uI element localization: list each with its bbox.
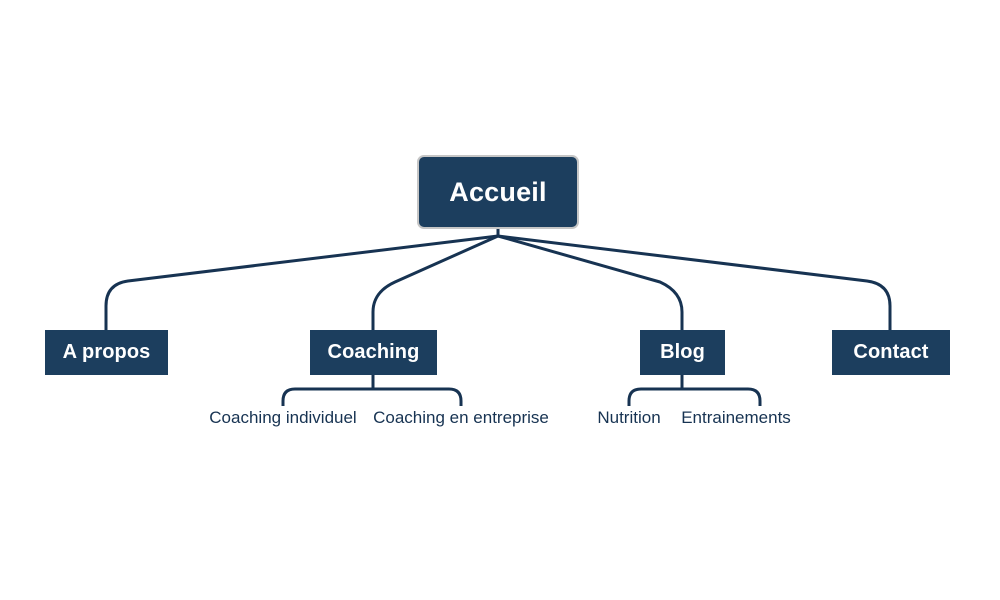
connector-root-to-contact xyxy=(497,234,892,330)
leaf-coaching-individuel[interactable]: Coaching individuel xyxy=(209,408,357,427)
node-a-propos[interactable]: A propos xyxy=(45,330,168,375)
leaf-nutrition[interactable]: Nutrition xyxy=(597,408,661,427)
connector-coaching-to-entreprise xyxy=(373,387,463,406)
connector-root-to-blog xyxy=(497,234,684,330)
node-blog[interactable]: Blog xyxy=(640,330,725,375)
connector-root-to-apropos xyxy=(104,234,499,330)
connector-root-to-coaching xyxy=(371,234,499,330)
node-contact[interactable]: Contact xyxy=(832,330,950,375)
node-accueil[interactable]: Accueil xyxy=(417,155,579,229)
leaf-coaching-en-entreprise[interactable]: Coaching en entreprise xyxy=(373,408,549,427)
node-coaching[interactable]: Coaching xyxy=(310,330,437,375)
connector-coaching-to-individuel xyxy=(281,387,373,406)
connector-blog-to-nutrition xyxy=(627,387,682,406)
connector-blog-to-entrainements xyxy=(682,387,762,406)
leaf-entrainements[interactable]: Entrainements xyxy=(681,408,791,427)
